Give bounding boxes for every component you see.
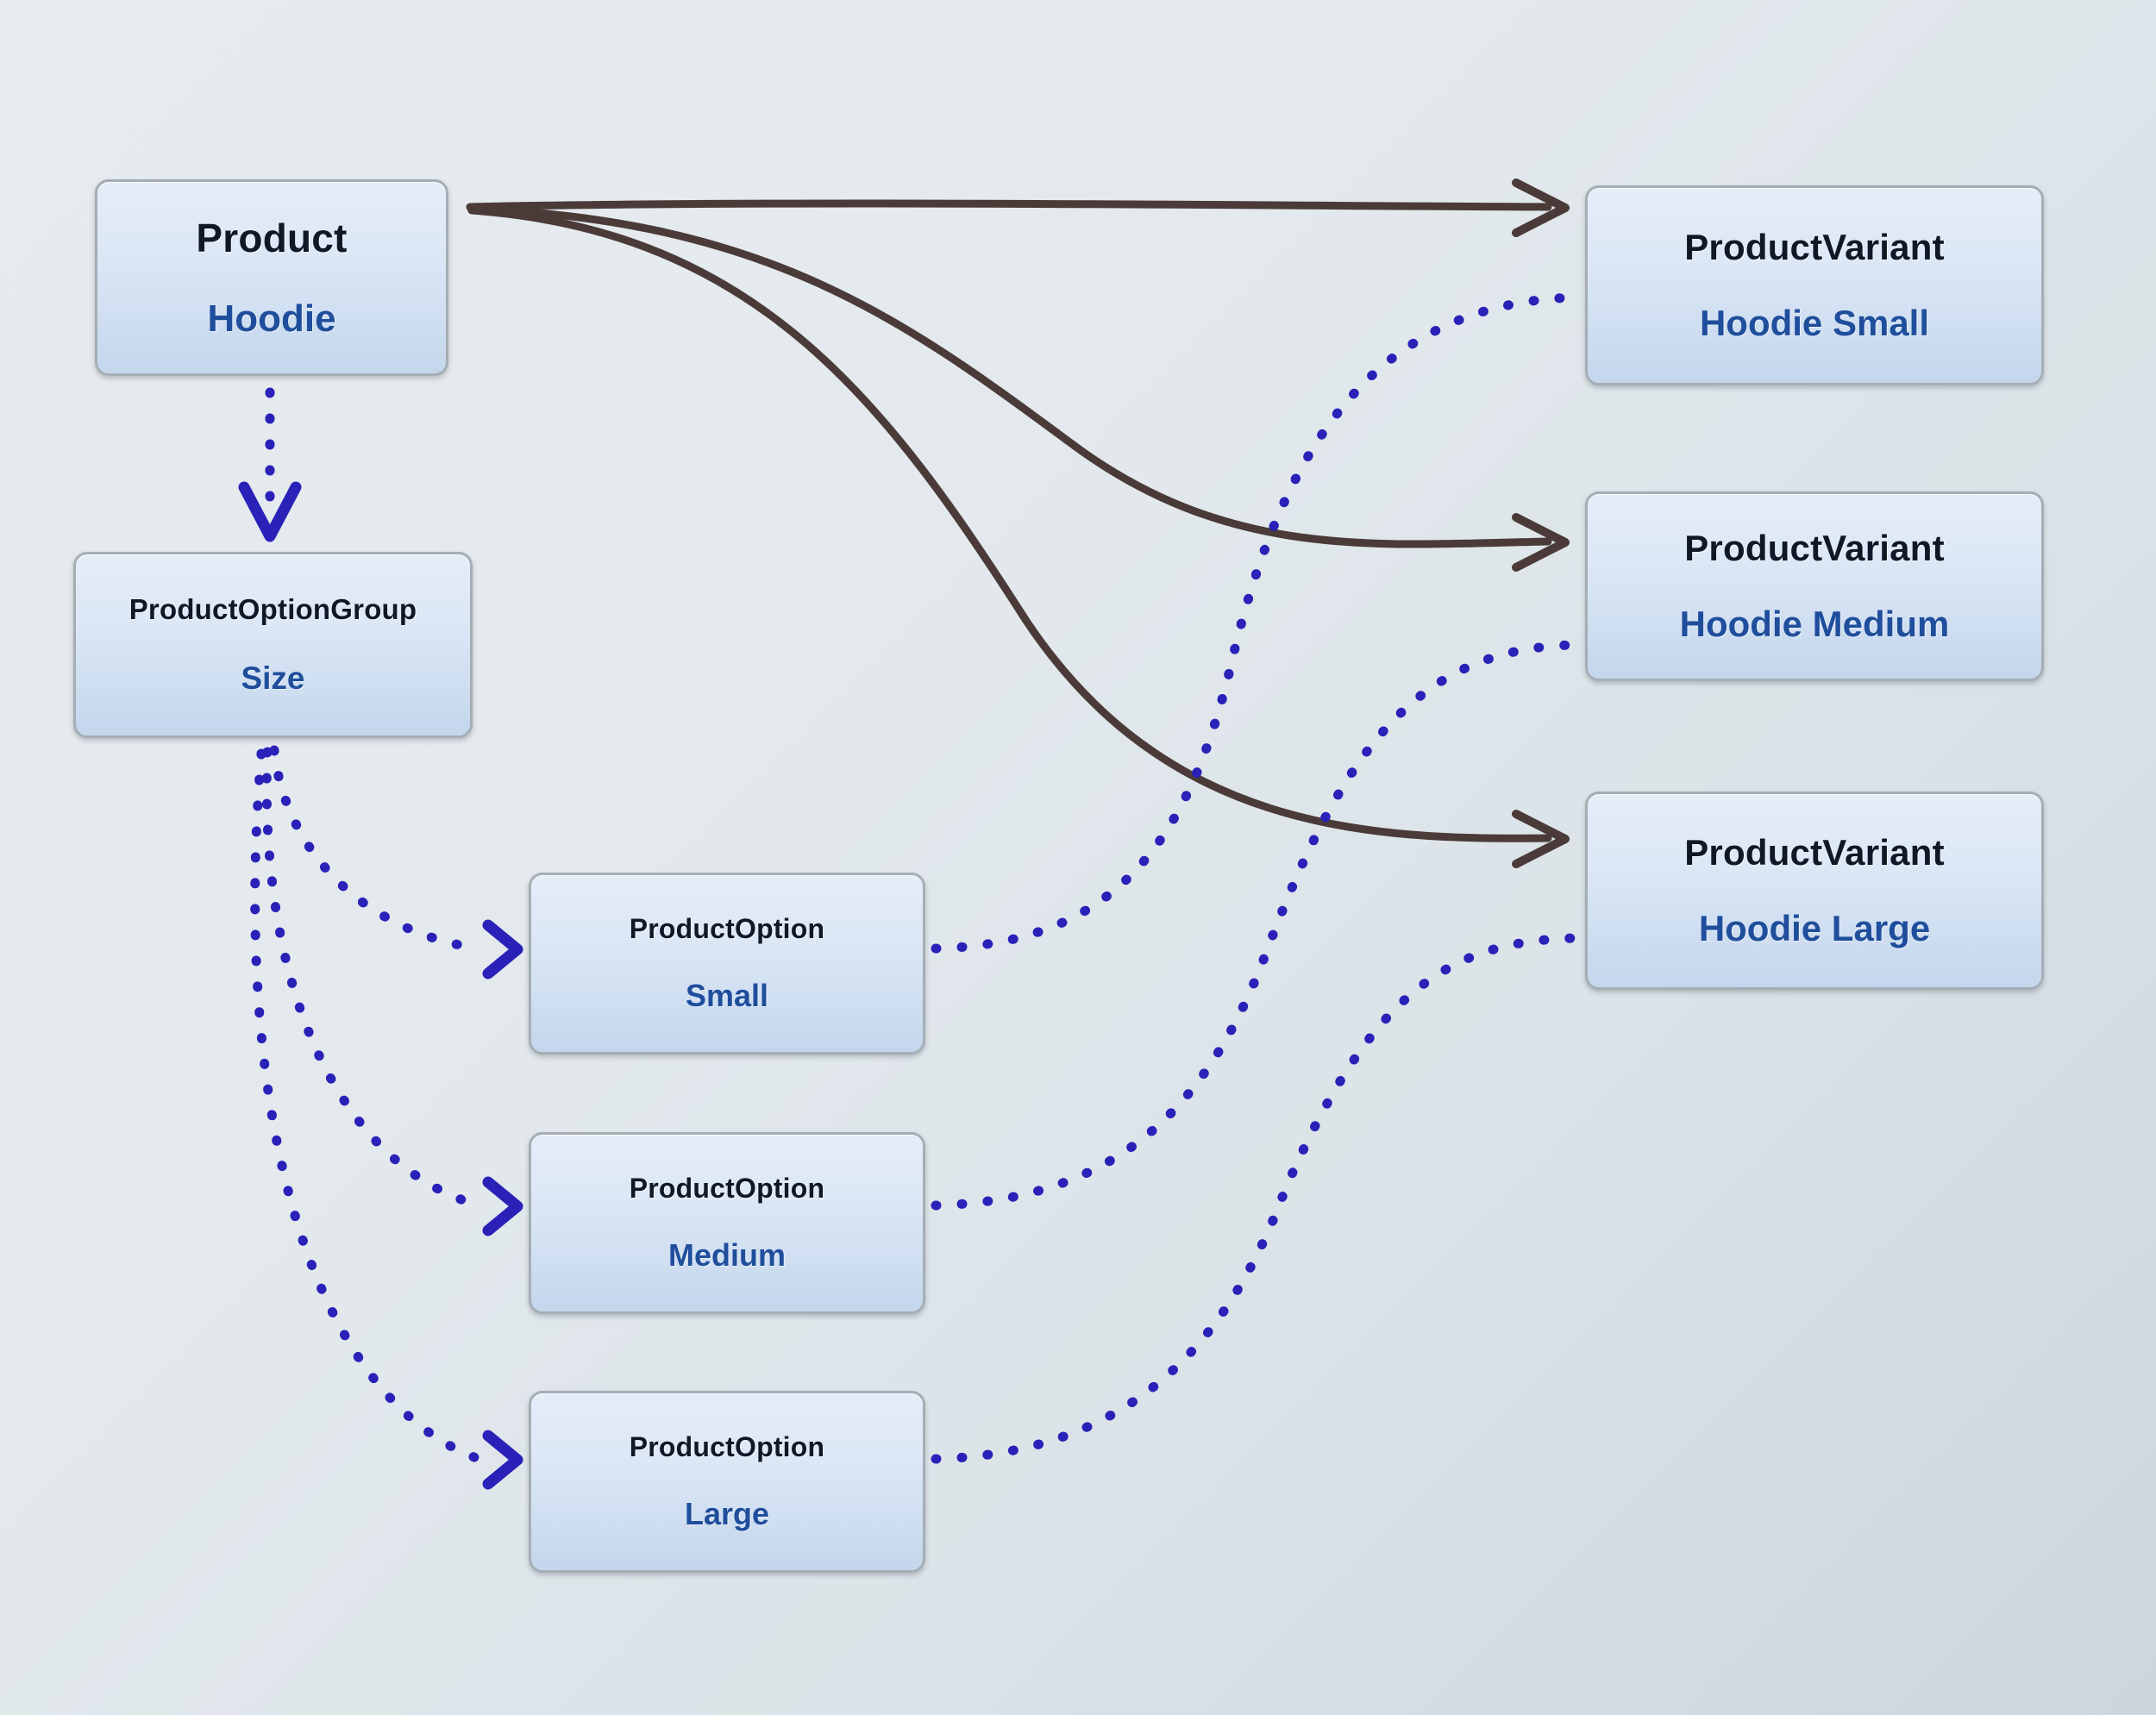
node-product-option-group-type: ProductOptionGroup bbox=[128, 593, 417, 625]
solid-edges bbox=[466, 199, 1552, 842]
node-product-variant-small-type: ProductVariant bbox=[1684, 227, 1945, 267]
solid-arrowheads bbox=[1512, 178, 1570, 868]
node-product-option-small-type: ProductOption bbox=[629, 913, 825, 944]
edge-product-to-variant-large bbox=[467, 206, 1552, 842]
node-product-option-medium-type: ProductOption bbox=[629, 1173, 825, 1204]
dotted-edges bbox=[250, 292, 1579, 1464]
edge-optiongroup-to-option-small bbox=[269, 745, 484, 954]
node-product-option-small[interactable]: ProductOption Small bbox=[529, 873, 925, 1055]
node-product-variant-medium[interactable]: ProductVariant Hoodie Medium bbox=[1585, 491, 2044, 681]
arrowhead-option-small bbox=[482, 919, 523, 980]
node-product-variant-medium-type: ProductVariant bbox=[1684, 528, 1945, 568]
arrowhead-variant-large bbox=[1512, 810, 1570, 868]
edge-optiongroup-to-option-medium bbox=[261, 747, 484, 1211]
edge-option-medium-to-variant-medium bbox=[931, 640, 1579, 1211]
node-product-variant-large[interactable]: ProductVariant Hoodie Large bbox=[1585, 792, 2044, 990]
arrowhead-variant-small bbox=[1512, 178, 1570, 237]
node-product[interactable]: Product Hoodie bbox=[95, 179, 448, 376]
node-product-option-large-value: Large bbox=[684, 1496, 770, 1531]
arrowhead-optiongroup-down bbox=[238, 481, 302, 542]
dotted-arrowheads bbox=[238, 481, 523, 1490]
edge-product-to-variant-small bbox=[466, 199, 1552, 211]
node-product-option-group-value: Size bbox=[241, 660, 305, 696]
arrowhead-variant-medium bbox=[1512, 513, 1570, 572]
edge-product-to-variant-medium bbox=[467, 204, 1552, 548]
node-product-option-medium-value: Medium bbox=[667, 1237, 786, 1273]
node-product-variant-small-value: Hoodie Small bbox=[1699, 303, 1930, 343]
node-product-option-large-type: ProductOption bbox=[629, 1431, 825, 1462]
node-product-option-small-value: Small bbox=[685, 978, 769, 1013]
node-product-option-large[interactable]: ProductOption Large bbox=[529, 1391, 925, 1573]
node-product-variant-large-type: ProductVariant bbox=[1684, 832, 1945, 873]
node-product-option-medium[interactable]: ProductOption Medium bbox=[529, 1132, 925, 1314]
node-product-variant-medium-value: Hoodie Medium bbox=[1679, 604, 1950, 644]
edge-option-large-to-variant-large bbox=[931, 933, 1579, 1464]
node-product-variant-large-value: Hoodie Large bbox=[1698, 908, 1931, 948]
arrowhead-option-large bbox=[482, 1430, 523, 1490]
node-product-option-group[interactable]: ProductOptionGroup Size bbox=[73, 552, 473, 738]
node-product-variant-small[interactable]: ProductVariant Hoodie Small bbox=[1585, 185, 2044, 385]
node-product-type: Product bbox=[196, 216, 348, 260]
edge-optiongroup-to-option-large bbox=[250, 748, 484, 1464]
arrowhead-option-medium bbox=[482, 1176, 523, 1236]
node-product-value: Hoodie bbox=[207, 297, 336, 340]
